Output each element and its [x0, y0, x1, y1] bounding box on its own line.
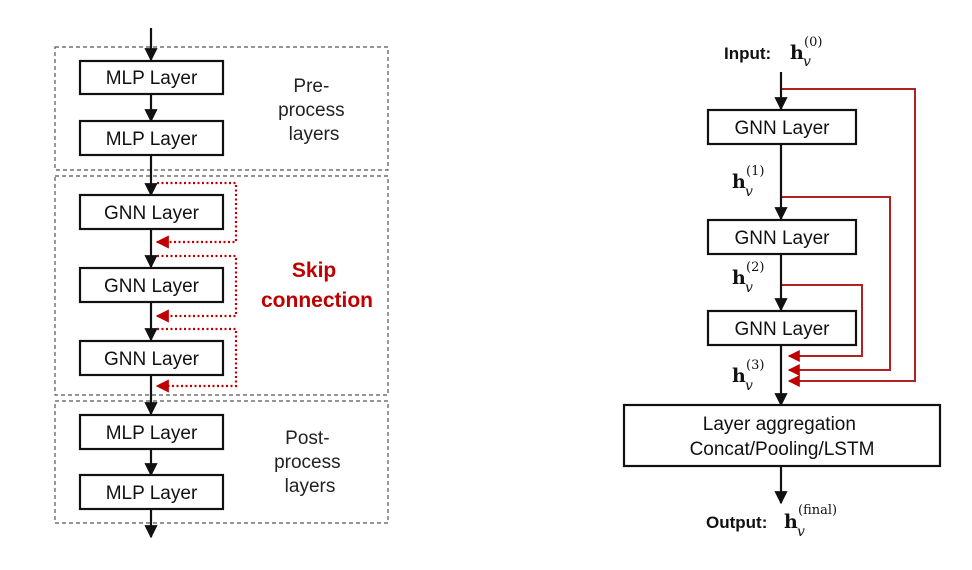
left-diagram: MLP Layer MLP Layer GNN Layer GNN Layer … [54, 28, 389, 539]
postprocess-label: Post- process layers [274, 428, 346, 497]
skip-connection-2 [155, 254, 238, 323]
hidden-state-label: h v (1) [732, 164, 764, 200]
gnn-layer-box [706, 309, 858, 347]
gnn-layer-label: GNN Layer [734, 118, 830, 139]
preprocess-label: Pre- process layers [278, 76, 350, 145]
hidden-state-label: h v (2) [732, 260, 764, 296]
skip-connection-1 [155, 181, 238, 249]
layer-aggregation-box [622, 403, 942, 468]
mlp-layer-box [78, 473, 225, 511]
gnn-layer-label: GNN Layer [734, 319, 830, 340]
mlp-layer-label: MLP Layer [106, 129, 198, 150]
mlp-layer-box [78, 413, 225, 451]
mlp-layer-label: MLP Layer [106, 423, 198, 444]
mlp-layer-box [78, 59, 225, 96]
output-label: Output: h v (final) [706, 503, 837, 540]
mlp-layer-box [78, 119, 225, 157]
skip-connection-label: Skip connection [261, 259, 373, 312]
skip-connection-h0 [781, 88, 916, 387]
gnn-layer-label: GNN Layer [734, 228, 830, 249]
mlp-layer-label: MLP Layer [106, 483, 198, 504]
gnn-layer-label: GNN Layer [104, 276, 200, 297]
skip-connection-h2 [781, 284, 863, 362]
gnn-layer-label: GNN Layer [104, 349, 200, 370]
gnn-layer-box [78, 266, 225, 304]
mlp-layer-label: MLP Layer [106, 68, 198, 89]
gnn-layer-box [706, 218, 858, 256]
gnn-layer-box [706, 108, 858, 146]
gnn-layer-box [78, 339, 225, 377]
gnn-layer-label: GNN Layer [104, 203, 200, 224]
right-diagram: Input: h v (0) GNN Layer GNN Layer GNN L… [622, 35, 942, 540]
hidden-state-label: h v (3) [732, 358, 764, 394]
gnn-layer-box [78, 193, 225, 231]
layer-aggregation-label: Layer aggregation Concat/Pooling/LSTM [690, 414, 875, 460]
skip-connection-3 [155, 327, 238, 393]
skip-connection-group [54, 175, 389, 396]
preprocess-group [54, 46, 389, 171]
input-label: Input: h v (0) [724, 35, 822, 70]
postprocess-group [54, 400, 389, 524]
skip-connection-h1 [781, 196, 891, 376]
